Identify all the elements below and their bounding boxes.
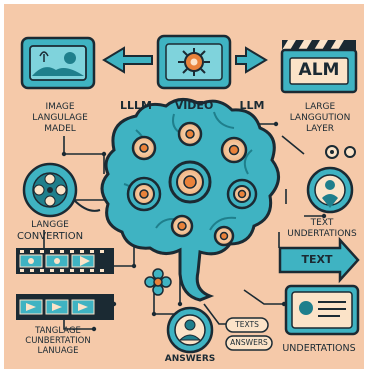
label-lllm: LLLM bbox=[120, 99, 152, 112]
label-line: LANGULAGE bbox=[32, 113, 88, 123]
user-avatar-icon bbox=[166, 306, 214, 354]
image-frame-icon bbox=[20, 36, 96, 90]
label-alm: ALM bbox=[298, 60, 340, 80]
label-line: LANUAGE bbox=[37, 346, 79, 356]
label-image-language-model: IMAGE LANGULAGE MADEL bbox=[14, 102, 106, 135]
label-answers-tag: ANSWERS bbox=[230, 338, 268, 347]
film-reel-icon bbox=[22, 162, 101, 218]
label-line: IMAGE bbox=[45, 102, 75, 112]
diagram-canvas: IMAGE LANGULAGE MADEL LLLM VIDEO LLM LAR… bbox=[4, 4, 364, 369]
label-line: LARGE bbox=[304, 102, 336, 112]
gear-icon bbox=[220, 136, 248, 164]
texts-tag bbox=[225, 317, 269, 333]
film-strip-icon bbox=[16, 294, 114, 320]
gear-icon bbox=[170, 214, 194, 238]
gear-icon bbox=[213, 225, 235, 247]
id-card-icon bbox=[284, 284, 360, 336]
label-line: TANGLAGE bbox=[35, 326, 81, 336]
label-llm: LLM bbox=[239, 99, 265, 112]
label-undertations: UNDERTATIONS bbox=[282, 343, 356, 354]
film-strip-icon bbox=[16, 248, 114, 274]
label-line: LANGGUTION bbox=[289, 113, 351, 123]
diagram-graphics bbox=[16, 34, 360, 354]
answers-tag bbox=[225, 335, 273, 351]
clapperboard-icon bbox=[280, 40, 358, 94]
label-line: MADEL bbox=[44, 124, 76, 134]
gear-icon bbox=[131, 135, 157, 161]
gear-icon bbox=[177, 121, 203, 147]
text-arrow-icon bbox=[278, 236, 360, 284]
label-line: TEXT bbox=[310, 218, 334, 228]
label-line: LANGGE bbox=[31, 220, 69, 230]
brain-gears bbox=[126, 121, 258, 247]
arrow-left-icon bbox=[102, 46, 153, 74]
gear-icon bbox=[126, 176, 162, 212]
user-pin-icon bbox=[306, 166, 354, 214]
label-text-arrow: TEXT bbox=[301, 253, 333, 266]
gear-icon bbox=[156, 34, 232, 90]
label-language-convertion: LANGGE CONVERTION bbox=[6, 220, 94, 242]
gear-icon bbox=[226, 178, 258, 210]
flower-gear-icon bbox=[144, 268, 172, 296]
label-line: LAYER bbox=[305, 124, 335, 134]
label-answers: ANSWERS bbox=[164, 354, 216, 364]
label-tanglage-conversion: TANGLAGE CUNBERTATION LANUAGE bbox=[8, 326, 108, 356]
label-line: UNDERTATIONS bbox=[287, 229, 357, 239]
label-text-understand: TEXT UNDERTATIONS bbox=[280, 218, 364, 240]
gear-icon bbox=[325, 145, 356, 159]
arrow-right-icon bbox=[235, 46, 268, 74]
gear-icon bbox=[168, 160, 212, 204]
label-line: CUNBERTATION bbox=[25, 336, 91, 346]
label-line: CONVERTION bbox=[16, 231, 84, 242]
label-large-language-layer: LARGE LANGGUTION LAYER bbox=[280, 102, 360, 135]
label-video: VIDEO bbox=[174, 99, 214, 112]
label-texts-tag: TEXTS bbox=[235, 320, 259, 329]
